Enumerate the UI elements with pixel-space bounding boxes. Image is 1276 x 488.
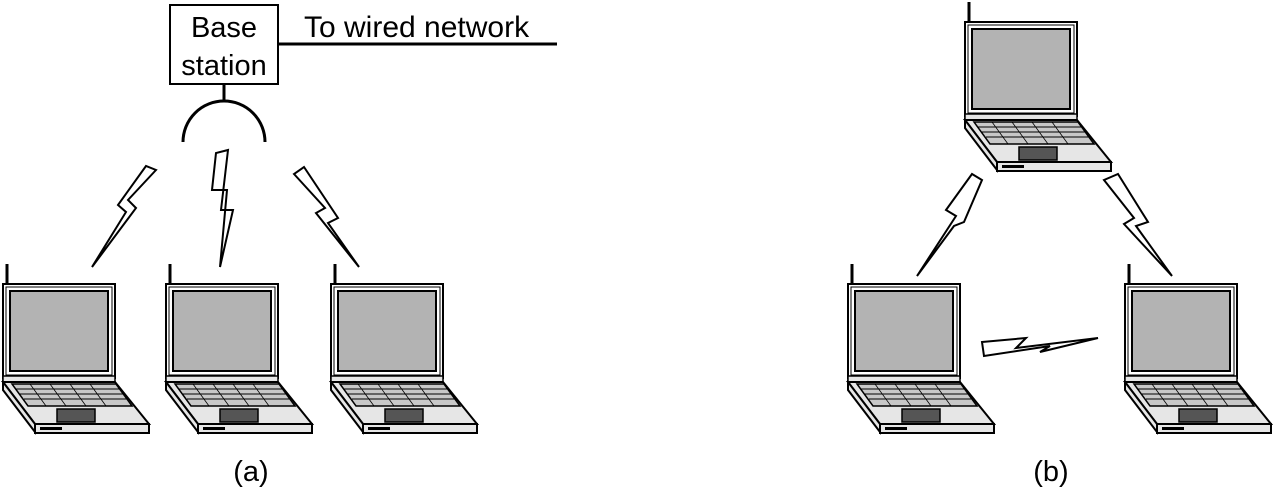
laptop-icon	[1123, 262, 1273, 435]
laptop-icon	[846, 262, 996, 435]
wireless-link-icon	[916, 172, 984, 277]
laptop-icon	[329, 262, 479, 435]
wireless-link-icon	[91, 164, 158, 268]
laptop-icon	[164, 262, 314, 435]
wireless-link-icon	[980, 336, 1099, 358]
wireless-link-icon	[210, 148, 235, 268]
wireless-link-icon	[1102, 172, 1173, 277]
base-station-label-line1: Base	[191, 12, 257, 44]
base-station-label-line2: station	[181, 50, 266, 82]
laptop-icon	[963, 0, 1113, 173]
panel-b: (b)	[846, 0, 1273, 488]
base-station-box	[169, 4, 279, 85]
laptop-icon	[1, 262, 151, 435]
wired-network-label: To wired network	[304, 11, 530, 44]
caption-a: (a)	[233, 456, 268, 488]
panel-a: Base station To wired network (a)	[1, 4, 557, 488]
caption-b: (b)	[1033, 456, 1068, 488]
wireless-link-icon	[292, 165, 360, 268]
antenna-icon	[181, 84, 267, 143]
